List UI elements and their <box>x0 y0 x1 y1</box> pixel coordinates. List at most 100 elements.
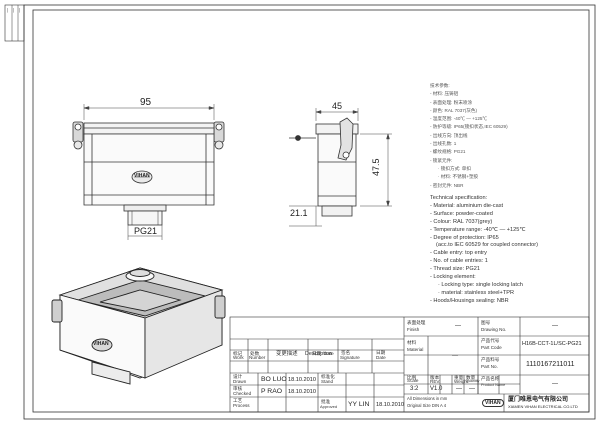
quantity-value: — <box>469 386 475 392</box>
approved-name: YY LIN <box>348 401 370 408</box>
spec-cn-line: - 温度范围: -40℃ — +125℃ <box>430 116 488 122</box>
drawn-label-cn: 设计 <box>233 374 243 379</box>
drawing-no-value: — <box>552 323 558 329</box>
part-no-label-cn: 产品料号 <box>481 357 500 362</box>
spec-cn-line: - 密封元件: NBR <box>430 182 464 188</box>
spec-cn-line: - 表面处理: 粉末喷涂 <box>430 99 473 105</box>
spec-en-line: · Locking type: single locking latch <box>438 281 523 288</box>
dimension-note: All Dimensions in mm <box>407 396 448 401</box>
spec-en-line: - No. of cable entries: 1 <box>430 258 488 265</box>
logo-iso: VIHAN <box>93 341 109 347</box>
part-code-label-cn: 产品代号 <box>481 338 500 343</box>
outer-frame <box>23 4 596 420</box>
margin-mark: — <box>11 8 16 13</box>
checked-name: P RAO <box>261 388 283 395</box>
company-logo: VIHAN <box>482 399 504 407</box>
spec-en-line: - Surface: powder-coated <box>430 210 493 217</box>
spec-cn-line: - 防护等级: IP65(锁扣状态,IEC 60529) <box>430 124 508 130</box>
spec-en-line: - Material: aluminium die-cast <box>430 202 504 209</box>
header-date-en: Date <box>324 351 334 356</box>
header-date2-cn: 日期 <box>376 350 386 355</box>
spec-cn-line: · 材料: 不锈钢+塑胶 <box>438 174 479 180</box>
spec-cn-line: - 锁紧元件: <box>430 157 453 163</box>
side-view <box>289 117 359 217</box>
finish-value: — <box>455 323 461 329</box>
spec-en-line: - Colour: RAL 7037(grey) <box>430 218 493 225</box>
stand-label-cn: 标准化 <box>321 374 335 379</box>
spec-en-line: - Temperature range: -40℃ — +125℃ <box>430 226 526 233</box>
spec-cn-line: - 出线孔数: 1 <box>430 141 457 147</box>
spec-en-line: (acc.to IEC 60529 for coupled connector) <box>436 242 538 249</box>
part-no-value: 1110167211011 <box>526 361 575 368</box>
header-description-cn: 变更描述 <box>276 351 298 357</box>
product-name-value: — <box>552 381 558 387</box>
drawn-name: BO LUO <box>261 376 287 383</box>
company-name-cn: 厦门唯恩电气有限公司 <box>508 397 569 403</box>
dim-label-thread: PG21 <box>134 226 158 236</box>
weight-value: — <box>456 386 462 392</box>
weight-label-cn: 重量 <box>454 375 464 380</box>
spec-en-line: - Cable entry: top entry <box>430 250 487 257</box>
header-signature-cn: 签名 <box>341 350 351 355</box>
header-number-cn: 处数 <box>250 351 260 356</box>
part-code-label-en: Part Code <box>481 345 502 350</box>
spec-en-line: - Degree of protection: IP65 <box>430 234 499 241</box>
dim-label-width-side: 45 <box>332 101 343 111</box>
product-name-label-cn: 产品名称 <box>481 376 500 381</box>
approved-label-cn: 批准 <box>321 399 331 404</box>
scale-value: 3:2 <box>410 386 419 392</box>
spec-en-line: - Locking element: <box>430 274 476 281</box>
rev-label-cn: 版本 <box>430 375 440 380</box>
header-number-en: Number <box>249 355 266 360</box>
margin-mark: — <box>5 8 10 13</box>
spec-en-heading: Technical specification: <box>430 195 488 201</box>
spec-chinese: 技术参数: - 材料: 压铸铝 - 表面处理: 粉末喷涂 - 颜色: RAL 7… <box>430 82 508 190</box>
spec-cn-line: - 螺纹规格: PG21 <box>430 149 466 155</box>
dim-thread <box>127 225 163 240</box>
logo-front: VIHAN <box>134 173 150 179</box>
dim-label-width-top: 95 <box>140 97 152 108</box>
spec-cn-line: - 出线方向: 顶出线 <box>430 132 468 138</box>
spec-cn-line: · 锁扣方式: 单扣 <box>438 165 471 171</box>
header-description-en: Description <box>305 351 332 357</box>
material-value: — <box>452 353 458 359</box>
header-signature-en: Signature <box>340 355 360 360</box>
material-label-cn: 材料 <box>407 340 417 345</box>
dim-label-bottom-height: 21.1 <box>290 208 308 218</box>
drawn-label-en: Drawn <box>233 379 247 384</box>
quantity-label-cn: 数量 <box>466 375 476 380</box>
finish-label-cn: 表面处理 <box>407 320 426 325</box>
approved-date: 18.10.2010 <box>376 402 404 408</box>
drawing-no-label-cn: 图号 <box>481 320 491 325</box>
header-date2-en: Date <box>376 355 386 360</box>
rev-value: V1.0 <box>430 386 443 392</box>
drawing-no-label-en: Drawing No. <box>481 327 507 332</box>
margin-mark: — <box>17 8 22 13</box>
front-view <box>72 121 225 226</box>
dim-label-height-side: 47.5 <box>371 158 381 176</box>
spec-cn-line: - 材料: 压铸铝 <box>430 91 459 97</box>
spec-en-line: - Hoods/Housings sealing: NBR <box>430 297 509 304</box>
header-work-en: Work <box>233 355 244 360</box>
material-label-en: Material <box>407 347 424 352</box>
scale-label-en: Scale <box>407 378 419 383</box>
company-name-en: XIAMEN VIHAN ELECTRICAL CO.LTD <box>508 404 578 409</box>
rev-label-en: REV. <box>430 379 441 384</box>
spec-cn-line: - 颜色: RAL 7037(灰色) <box>430 107 478 113</box>
iso-view <box>51 267 226 385</box>
margin-strip <box>4 4 25 42</box>
spec-en-line: · material: stainless steel+TPR <box>438 289 515 296</box>
checked-label-cn: 审核 <box>233 386 243 391</box>
process-label-cn: 工艺 <box>233 398 243 403</box>
dim-width-top <box>83 104 215 120</box>
part-code-value: H16B-CCT-1L/SC-PG21 <box>522 341 582 347</box>
stand-label-en: Stand <box>321 379 334 384</box>
size-note: Original Size DIN A 4 <box>407 403 447 408</box>
scale-label-cn: 比例 <box>407 375 417 380</box>
part-no-label-en: Part No. <box>481 364 498 369</box>
drawn-date: 18.10.2010 <box>288 377 316 383</box>
process-label-en: Process <box>233 403 250 408</box>
product-name-label-en: Product Name <box>481 383 506 387</box>
title-block-grid <box>229 316 590 413</box>
